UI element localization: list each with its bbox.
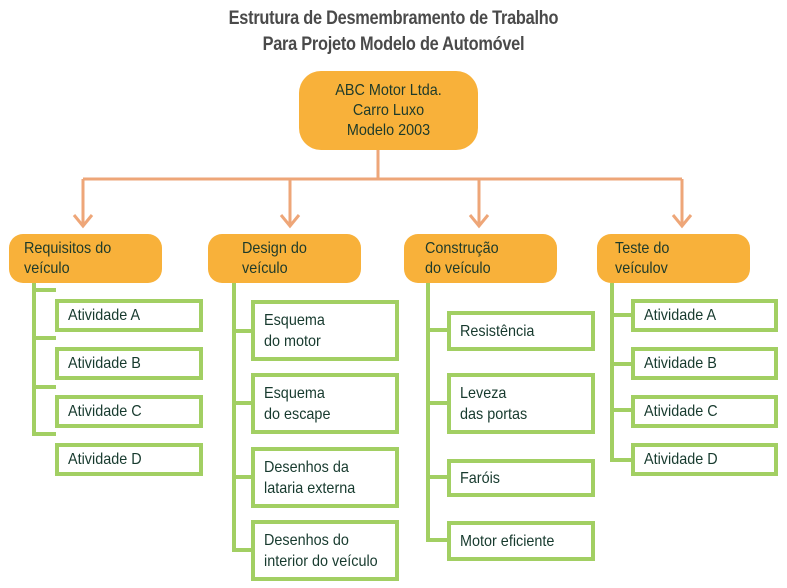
task-box: Atividade D <box>55 443 203 476</box>
task-label: Atividade C <box>68 403 142 420</box>
root-connectors <box>72 150 693 229</box>
task-box: Atividade C <box>55 395 203 428</box>
category-node-design: Design do veículo <box>208 234 361 283</box>
col1-spine <box>32 283 56 436</box>
task-box: Atividade B <box>55 347 203 380</box>
task-label: Faróis <box>460 469 501 487</box>
task-box: Esquema do escape <box>251 373 399 434</box>
task-label: Atividade C <box>644 403 718 420</box>
task-box: Resistência <box>447 311 595 351</box>
category-label: veículo <box>242 259 288 277</box>
task-box: Motor eficiente <box>447 521 595 561</box>
category-label: veículov <box>615 259 668 277</box>
task-box: Esquema do motor <box>251 300 399 361</box>
arrow-down-icon <box>279 214 301 229</box>
root-node-line: Carro Luxo <box>352 101 425 119</box>
col3-spine <box>426 283 448 542</box>
task-box: Atividade A <box>55 299 203 332</box>
task-box: Atividade B <box>631 347 778 380</box>
root-node: ABC Motor Ltda. Carro Luxo Modelo 2003 <box>299 71 478 150</box>
task-label: Leveza <box>460 384 507 402</box>
category-label: Teste do <box>615 239 670 257</box>
task-label: Esquema <box>264 311 325 329</box>
task-label: Atividade D <box>644 451 718 468</box>
root-node-line: Modelo 2003 <box>346 121 431 139</box>
category-label: veículo <box>24 259 70 277</box>
task-label: Atividade B <box>644 355 717 372</box>
category-node-requisitos: Requisitos do veículo <box>9 234 162 283</box>
category-label: Construção <box>425 239 499 257</box>
category-label: Design do <box>242 239 307 257</box>
col2-spine <box>232 283 252 552</box>
task-box: Desenhos da lataria externa <box>251 447 399 508</box>
task-box: Leveza das portas <box>447 373 595 434</box>
category-node-teste: Teste do veículov <box>597 234 750 283</box>
task-label: das portas <box>460 405 528 423</box>
arrow-down-icon <box>72 214 94 229</box>
task-label: Esquema <box>264 384 325 402</box>
task-box: Faróis <box>447 459 595 497</box>
task-label: Atividade D <box>68 451 142 468</box>
task-label: do escape <box>264 405 331 423</box>
task-label: Resistência <box>460 322 535 340</box>
task-box: Atividade C <box>631 395 778 428</box>
task-label: Atividade A <box>644 307 717 324</box>
task-label: lataria externa <box>264 479 356 497</box>
task-label: Motor eficiente <box>460 532 555 550</box>
task-label: interior do veículo <box>264 552 378 570</box>
col4-spine <box>610 283 632 462</box>
task-box: Atividade D <box>631 443 778 476</box>
task-label: Desenhos do <box>264 531 349 549</box>
task-label: do motor <box>264 332 321 350</box>
task-label: Atividade B <box>68 355 141 372</box>
arrow-down-icon <box>671 214 693 229</box>
category-label: Requisitos do <box>24 239 112 257</box>
task-label: Atividade A <box>68 307 141 324</box>
task-box: Desenhos do interior do veículo <box>251 520 399 581</box>
diagram-title-line-1: Estrutura de Desmembramento de Trabalho <box>228 8 559 29</box>
root-node-line: ABC Motor Ltda. <box>335 81 442 99</box>
category-label: do veículo <box>425 259 491 277</box>
task-box: Atividade A <box>631 299 778 332</box>
task-label: Desenhos da <box>264 458 349 476</box>
diagram-title-line-2: Para Projeto Modelo de Automóvel <box>262 34 525 55</box>
arrow-down-icon <box>468 214 490 229</box>
category-node-construcao: Construção do veículo <box>404 234 557 283</box>
child-connectors <box>32 283 632 552</box>
